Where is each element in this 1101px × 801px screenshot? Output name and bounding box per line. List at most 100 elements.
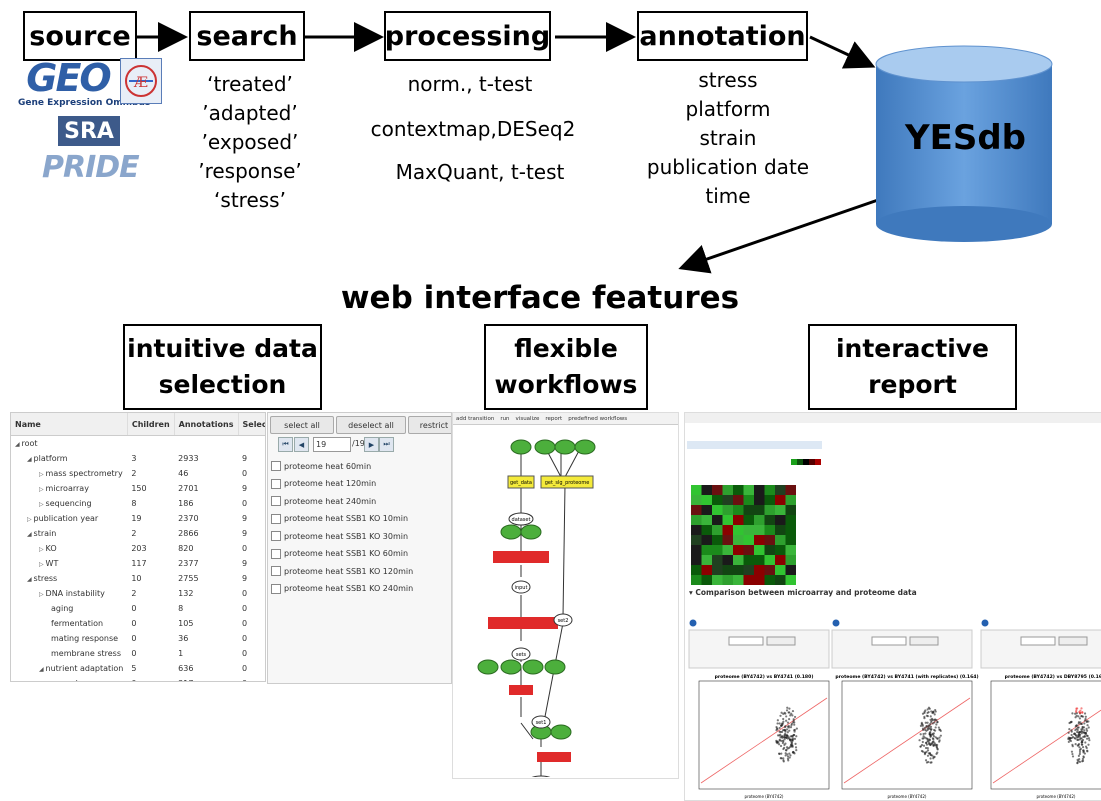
tree-row-name: carbon bbox=[11, 676, 127, 681]
scatter-point bbox=[1085, 729, 1089, 732]
experiment-item[interactable]: proteome heat 240min bbox=[271, 494, 376, 508]
collapsed-arrow-icon[interactable]: ▷ bbox=[39, 546, 46, 553]
checkbox-icon[interactable] bbox=[271, 461, 281, 471]
collapsed-arrow-icon[interactable]: ▷ bbox=[39, 591, 46, 598]
tree-row-children: 8 bbox=[131, 499, 137, 508]
workflow-white-node bbox=[531, 715, 551, 729]
scatter-point bbox=[924, 741, 928, 744]
experiment-item-label: proteome heat SSB1 KO 30min bbox=[284, 531, 409, 541]
menu-report[interactable]: report bbox=[545, 415, 563, 422]
experiment-item[interactable]: proteome heat SSB1 KO 10min bbox=[271, 512, 408, 526]
scatter-point bbox=[784, 730, 787, 733]
experiment-item[interactable]: proteome heat 60min bbox=[271, 459, 371, 473]
heatmap-cell bbox=[743, 505, 754, 515]
expanded-arrow-icon[interactable]: ◢ bbox=[27, 531, 34, 538]
experiment-item[interactable]: proteome heat SSB1 KO 30min bbox=[271, 529, 408, 543]
col-name[interactable]: Name bbox=[11, 413, 128, 436]
tree-row-annotations: 2701 bbox=[178, 484, 199, 493]
checkbox-icon[interactable] bbox=[271, 531, 281, 541]
last-page-icon[interactable]: ⏭ bbox=[379, 437, 394, 452]
prev-page-icon[interactable]: ◀ bbox=[294, 437, 309, 452]
menu-predefined-workflows[interactable]: predefined workflows bbox=[568, 415, 628, 422]
experiment-item[interactable]: proteome heat SSB1 KO 60min bbox=[271, 547, 408, 561]
checkbox-icon[interactable] bbox=[271, 583, 281, 594]
heatmap-cell bbox=[733, 545, 744, 555]
checkbox-icon[interactable] bbox=[271, 496, 281, 506]
menu-visualize[interactable]: visualize bbox=[515, 415, 540, 422]
restrict-button[interactable]: restrict bbox=[408, 416, 451, 434]
scatter-point bbox=[790, 734, 793, 738]
col-children[interactable]: Children bbox=[127, 413, 175, 436]
scatter-point bbox=[1080, 743, 1084, 746]
arrow-annotation-db bbox=[809, 35, 876, 69]
deselect-all-button[interactable]: deselect all bbox=[336, 416, 406, 434]
collapsed-arrow-icon[interactable]: ▷ bbox=[39, 471, 46, 478]
collapsed-arrow-icon[interactable]: ▷ bbox=[39, 561, 46, 568]
selection-tree-panel: Name Children Annotations Selected ◢ roo… bbox=[10, 412, 266, 682]
expanded-arrow-icon[interactable]: ◢ bbox=[27, 456, 34, 463]
scatter-point bbox=[1088, 739, 1091, 742]
scatter-point bbox=[1072, 732, 1076, 736]
experiment-item[interactable]: proteome heat SSB1 KO 240min bbox=[271, 582, 413, 596]
scatter-point bbox=[921, 723, 924, 726]
experiment-item[interactable]: proteome heat 120min bbox=[271, 477, 376, 491]
expanded-arrow-icon[interactable]: ◢ bbox=[27, 576, 34, 583]
select-all-button[interactable]: select all bbox=[270, 416, 334, 434]
node-sets-label: sets bbox=[516, 652, 527, 658]
checkbox-icon[interactable] bbox=[271, 548, 281, 559]
scatter-point bbox=[776, 740, 779, 743]
col-selected[interactable]: Selected bbox=[238, 413, 265, 436]
heatmap-cell bbox=[764, 485, 775, 495]
heatmap-cell bbox=[764, 545, 775, 555]
expanded-arrow-icon[interactable]: ◢ bbox=[15, 441, 22, 448]
checkbox-icon[interactable] bbox=[271, 513, 281, 524]
tree-row[interactable]: carbon03170 bbox=[11, 676, 265, 681]
tree-row[interactable]: ◢ root bbox=[11, 436, 265, 452]
feature-selection-line2: selection bbox=[158, 370, 287, 399]
scatter-point bbox=[938, 736, 941, 739]
checkbox-icon[interactable] bbox=[271, 566, 281, 576]
heatmap-cell bbox=[691, 505, 702, 515]
checkbox-icon[interactable] bbox=[271, 478, 281, 489]
scatter-point bbox=[1083, 729, 1086, 732]
tree-row-children: 19 bbox=[131, 514, 142, 523]
scatter-point bbox=[1075, 714, 1078, 717]
tree-row-annotations: 2933 bbox=[178, 454, 199, 463]
collapsed-arrow-icon[interactable]: ▷ bbox=[39, 486, 46, 493]
node-input-label: input bbox=[515, 585, 528, 591]
menu-add-transition[interactable]: add transition bbox=[456, 415, 495, 422]
scatter-point bbox=[1071, 745, 1074, 748]
tree-row-children: 0 bbox=[127, 676, 174, 681]
col-annotations[interactable]: Annotations bbox=[174, 413, 239, 436]
scatter-point bbox=[783, 728, 786, 732]
scatter-point bbox=[1068, 736, 1072, 740]
experiment-item[interactable]: proteome heat SSB1 KO 120min bbox=[271, 564, 413, 578]
heatmap-cell bbox=[712, 545, 723, 555]
expanded-arrow-icon[interactable]: ◢ bbox=[39, 666, 46, 673]
page-input[interactable]: 19 bbox=[313, 437, 351, 452]
menu-run[interactable]: run bbox=[500, 415, 510, 422]
first-page-icon[interactable]: ⏮ bbox=[278, 437, 293, 452]
heatmap-cell bbox=[785, 575, 796, 585]
collapsed-arrow-icon[interactable]: ▷ bbox=[27, 516, 34, 523]
heatmap-cell bbox=[712, 575, 723, 585]
scatter-point bbox=[1080, 722, 1083, 726]
next-page-icon[interactable]: ▶ bbox=[364, 437, 379, 452]
collapsed-arrow-icon[interactable]: ▷ bbox=[39, 501, 46, 508]
